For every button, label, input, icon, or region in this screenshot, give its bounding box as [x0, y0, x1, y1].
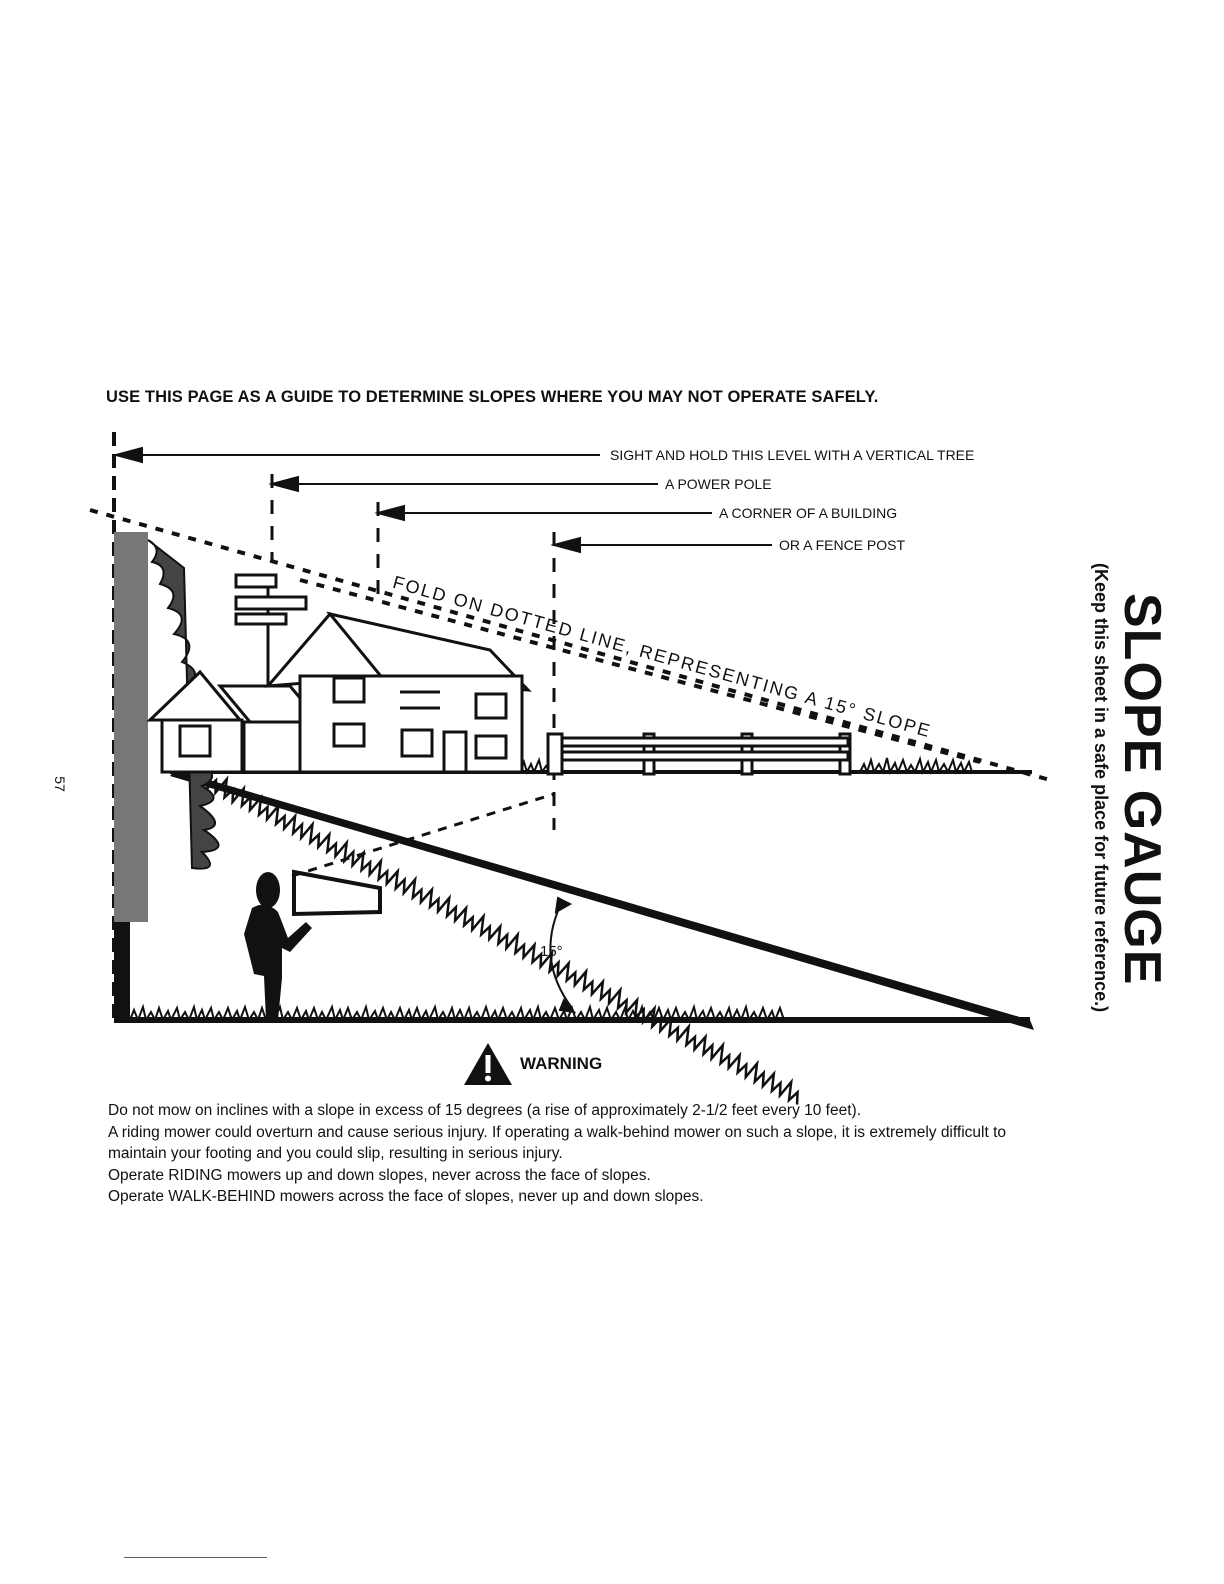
warning-body: Do not mow on inclines with a slope in e…: [108, 1100, 1038, 1208]
label-power-pole: A POWER POLE: [665, 476, 772, 492]
label-building-corner: A CORNER OF A BUILDING: [719, 505, 898, 521]
fold-dotted-line: [89, 508, 1051, 782]
tree-drawing: [114, 532, 220, 1020]
warning-paragraph: A riding mower could overturn and cause …: [108, 1123, 1007, 1163]
fence-drawing: [546, 732, 852, 776]
side-title-block: SLOPE GAUGE (Keep this sheet in a safe p…: [1090, 563, 1171, 1013]
footer-rule: [124, 1557, 267, 1558]
warning-paragraph: Operate WALK-BEHIND mowers across the fa…: [108, 1188, 704, 1205]
page-number: 57: [51, 776, 68, 792]
slope-gauge-subtitle: (Keep this sheet in a safe place for fut…: [1091, 563, 1111, 1013]
angle-indicator: [549, 896, 577, 1014]
warning-paragraph: Operate RIDING mowers up and down slopes…: [108, 1166, 651, 1184]
sight-arrows: [112, 446, 772, 554]
page-heading: USE THIS PAGE AS A GUIDE TO DETERMINE SL…: [106, 388, 879, 406]
label-vertical-tree: SIGHT AND HOLD THIS LEVEL WITH A VERTICA…: [610, 447, 975, 463]
label-fence-post: OR A FENCE POST: [779, 537, 906, 553]
house-drawing: [146, 611, 532, 774]
angle-label: 15°: [540, 943, 563, 960]
vertical-dashes: [270, 474, 556, 830]
slope-ground: [170, 770, 1034, 1030]
warning-header: WARNING: [462, 1040, 602, 1088]
person-drawing: [244, 869, 382, 1020]
warning-label: WARNING: [520, 1054, 603, 1073]
person-sight-line: [291, 792, 555, 878]
warning-paragraph: Do not mow on inclines with a slope in e…: [108, 1102, 861, 1119]
warning-triangle-icon: [464, 1043, 512, 1085]
slope-gauge-title: SLOPE GAUGE: [1113, 593, 1171, 986]
